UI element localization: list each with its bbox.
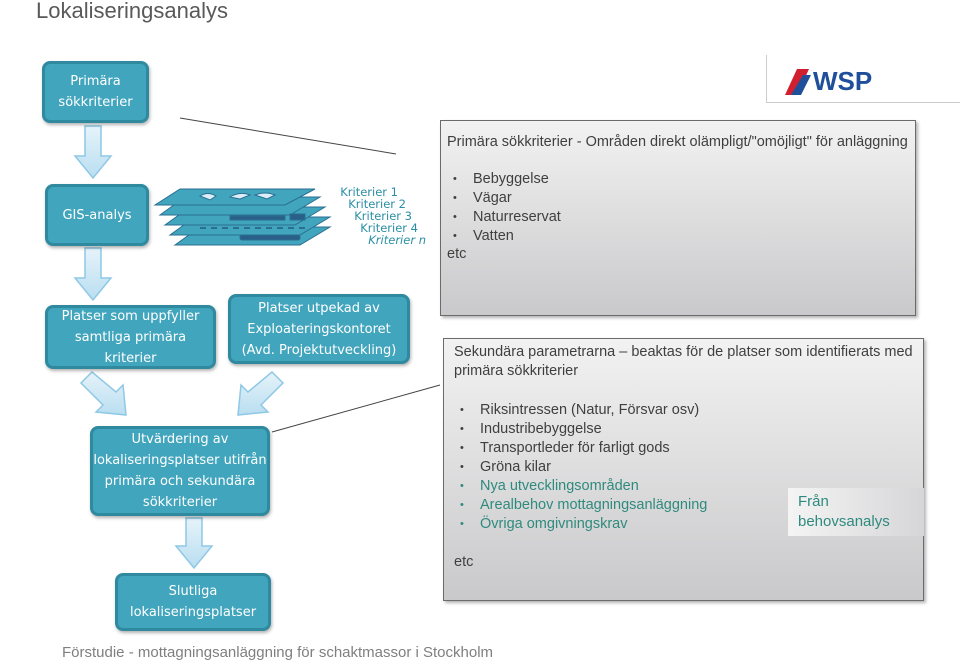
etc-text: etc [447,246,467,262]
arrow-down-icon [73,125,113,180]
evaluation-box: Utvärdering av lokaliseringsplatser utif… [90,426,270,516]
panel-heading: Primära sökkriterier - Områden direkt ol… [447,134,908,150]
list-item: Bebyggelse [453,170,909,189]
fulfilling-sites-box: Platser som uppfyller samtliga primära k… [45,305,216,369]
layer-label: Kriterier 1 [340,185,398,199]
etc-text: etc [454,554,474,570]
designated-sites-box: Platser utpekad av Exploateringskontoret… [228,294,410,364]
slide-title: Lokaliseringsanalys [36,0,228,23]
panel-heading: Sekundära parametrarna – beaktas för de … [454,344,913,379]
layer-label: Kriterier n [368,233,426,247]
primary-criteria-box: Primära sökkriterier [42,61,149,123]
list-item: Vägar [453,189,909,208]
gis-analysis-box: GIS-analys [45,184,149,246]
list-item: Vatten [453,227,909,246]
list-item: Industribebyggelse [460,420,913,439]
list-item: Nya utvecklingsområden [460,477,913,496]
list-item: Övriga omgivningskrav [460,515,913,534]
arrow-down-icon [73,247,113,302]
logo-area: WSP [766,55,960,103]
list-item: Gröna kilar [460,458,913,477]
list-item: Naturreservat [453,208,909,227]
arrow-diagonal-icon [237,370,285,416]
footer-text: Förstudie - mottagningsanläggning för sc… [62,644,494,661]
arrow-down-icon [174,517,214,570]
callout-from-needs-analysis: Från behovsanalys [788,488,924,536]
layer-label: Kriterier 2 [348,197,406,211]
secondary-criteria-panel: Sekundära parametrarna – beaktas för de … [443,338,924,601]
arrow-diagonal-icon [79,370,127,416]
wsp-logo: WSP [785,66,872,96]
svg-text:WSP: WSP [813,66,872,96]
final-sites-box: Slutliga lokaliseringsplatser [115,573,271,631]
list-item: Transportleder för farligt gods [460,439,913,458]
primary-criteria-panel: Primära sökkriterier - Områden direkt ol… [440,120,916,316]
map-layers-icon [153,188,332,246]
list-item: Arealbehov mottagningsanläggning [460,496,913,515]
layer-label: Kriterier 4 [360,221,418,235]
list-item: Riksintressen (Natur, Försvar osv) [460,401,913,420]
layer-label: Kriterier 3 [354,209,412,223]
